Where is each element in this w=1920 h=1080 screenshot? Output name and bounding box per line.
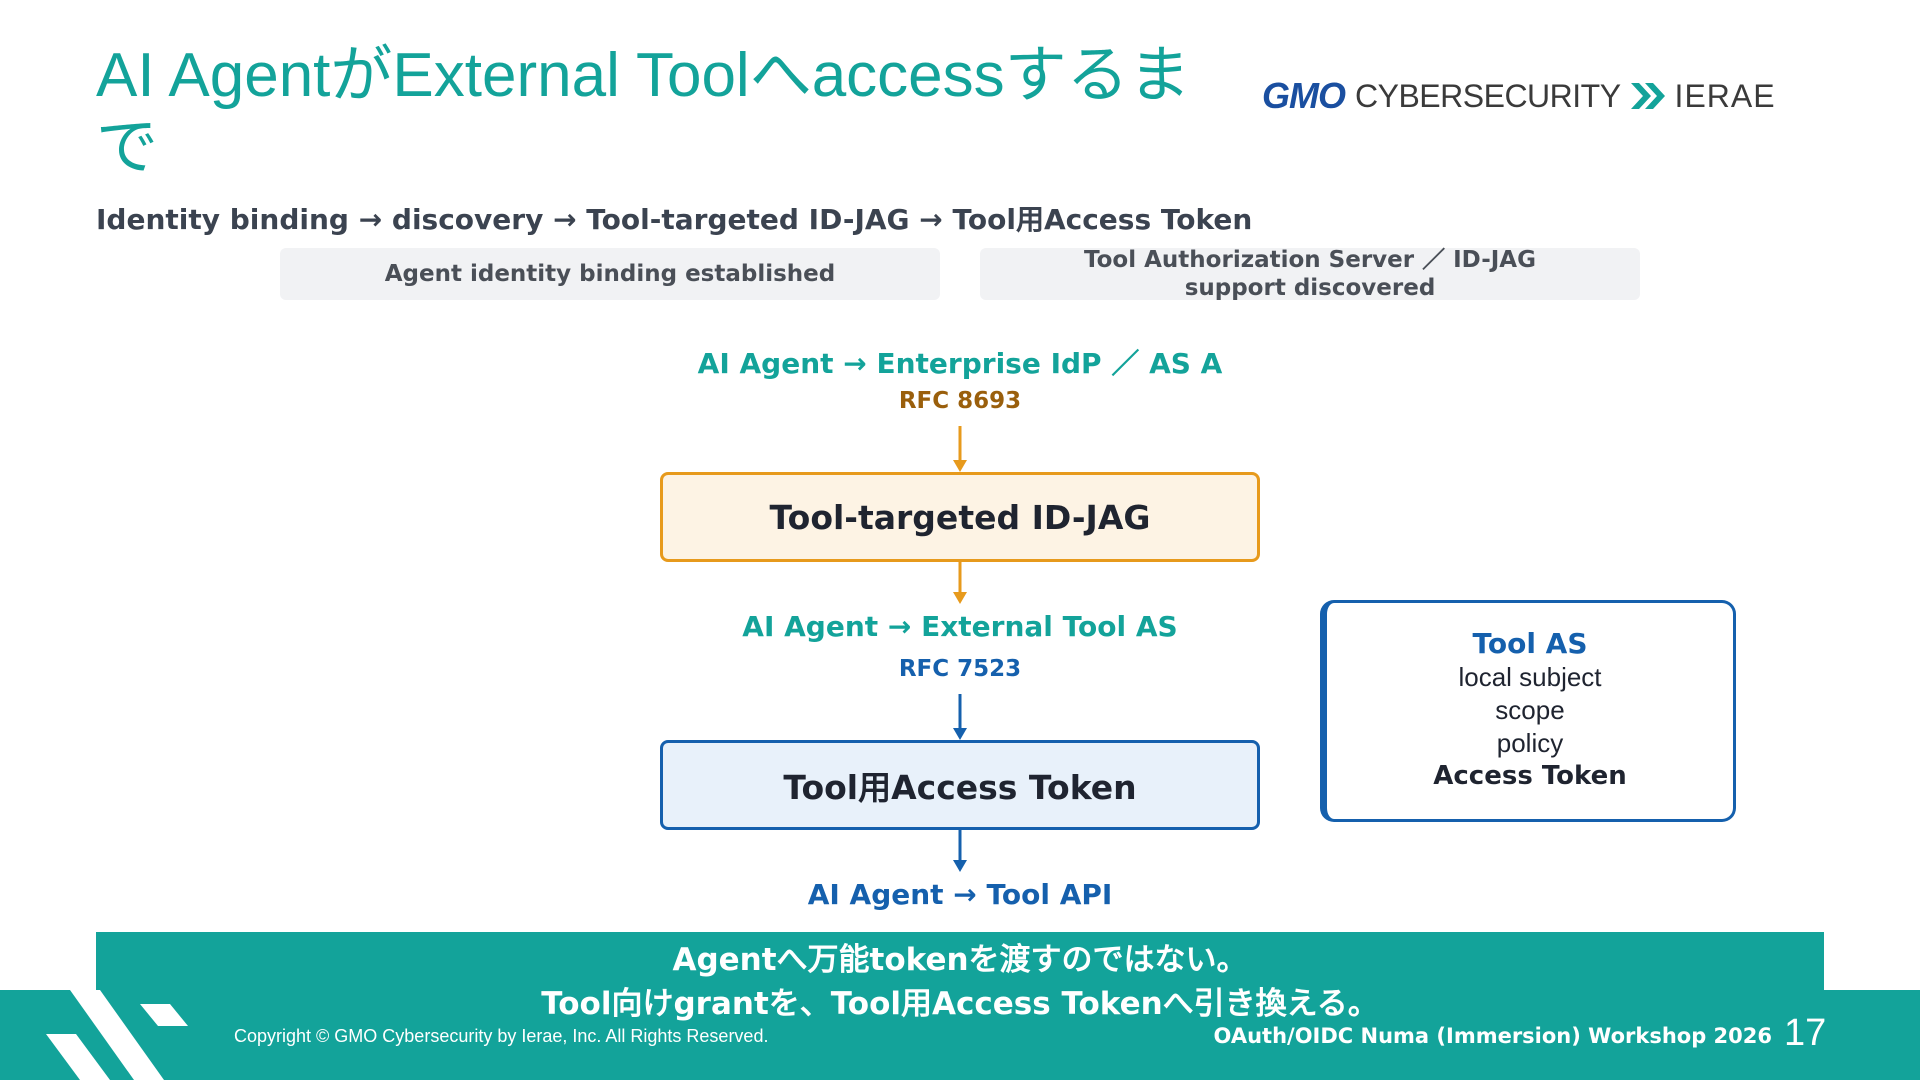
page-number: 17: [1784, 1012, 1827, 1054]
tool-as-title: Tool AS: [1472, 627, 1588, 660]
step1-rfc: RFC 8693: [898, 388, 1022, 414]
step2-label: AI Agent → External Tool AS: [742, 610, 1178, 643]
tool-as-access-token: Access Token: [1433, 761, 1627, 791]
precondition-identity-binding: Agent identity binding established: [280, 248, 940, 300]
company-logo: GMO CYBERSECURITY IERAE: [1262, 72, 1776, 120]
step3-label: AI Agent → Tool API: [807, 878, 1113, 911]
slide-title: AI AgentがExternal Toolへaccessするまで: [96, 41, 1191, 182]
gmo-logo: GMO: [1262, 75, 1346, 116]
copyright-text: Copyright © GMO Cybersecurity by Ierae, …: [234, 1026, 769, 1046]
arrow-down-orange-icon: [953, 426, 967, 472]
tool-as-scope: scope: [1495, 695, 1565, 725]
tool-as-local-subject: local subject: [1458, 662, 1602, 692]
key-message-banner: Agentへ万能tokenを渡すのではない。 Tool向けgrantを、Tool…: [96, 932, 1824, 1032]
ierae-slash-icon: [1630, 83, 1665, 109]
event-name: OAuth/OIDC Numa (Immersion) Workshop 202…: [1213, 1024, 1772, 1048]
logo-ierae-text: IERAE: [1674, 77, 1776, 114]
step2-rfc: RFC 7523: [898, 656, 1022, 682]
arrow-down-orange-icon-2: [953, 560, 967, 604]
banner-line1: Agentへ万能tokenを渡すのではない。: [672, 942, 1248, 978]
flow-summary: Identity binding → discovery → Tool-targ…: [96, 203, 1253, 236]
precondition-discovery: Tool Authorization Server ／ ID-JAG suppo…: [980, 247, 1640, 301]
tool-as-policy: policy: [1496, 728, 1564, 758]
logo-cybersecurity-text: CYBERSECURITY: [1355, 77, 1621, 114]
footer-stripes-icon: [46, 990, 188, 1080]
access-token-box: Tool用Access Token: [660, 740, 1260, 830]
step1-label: AI Agent → Enterprise IdP ／ AS A: [697, 347, 1223, 380]
arrow-down-blue-icon: [953, 694, 967, 740]
banner-line2: Tool向けgrantを、Tool用Access Tokenへ引き換える。: [541, 986, 1379, 1022]
tool-as-card: Tool AS local subject scope policy Acces…: [1320, 600, 1736, 822]
id-jag-box: Tool-targeted ID-JAG: [660, 472, 1260, 562]
arrow-down-blue-icon-2: [953, 828, 967, 872]
